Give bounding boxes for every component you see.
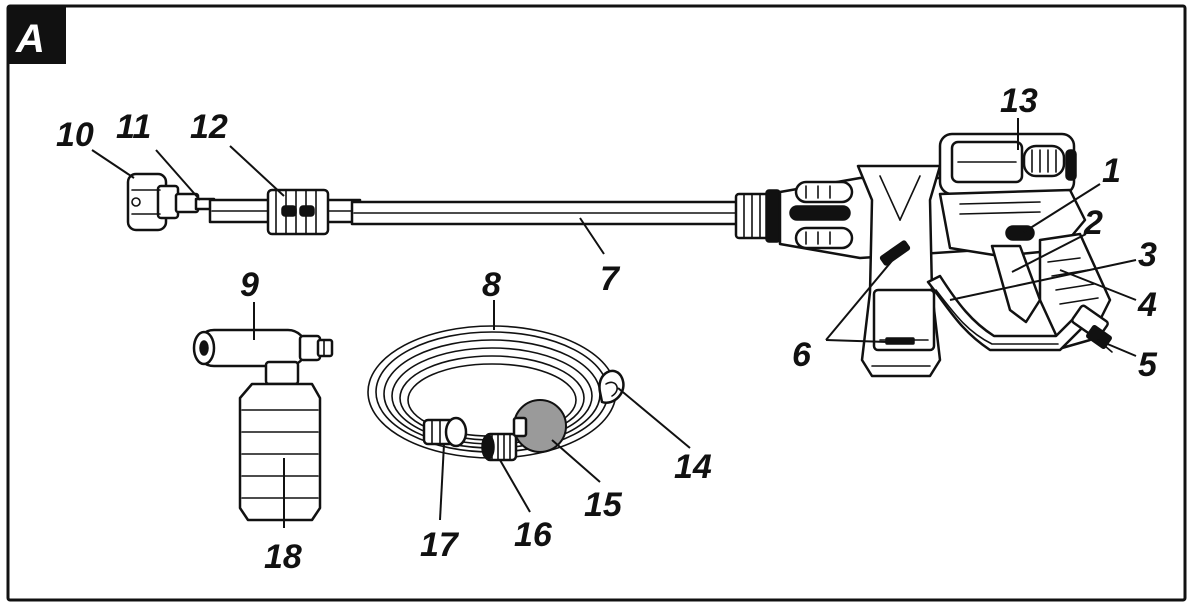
foam-bottle [238, 382, 322, 522]
callout-3: 3 [1138, 236, 1157, 274]
top-battery-housing [938, 132, 1077, 196]
callout-16: 16 [514, 516, 553, 554]
leader-17 [439, 443, 445, 521]
figure-badge-box [8, 6, 66, 64]
leader-11 [155, 149, 201, 201]
callout-6: 6 [792, 336, 812, 374]
callout-1: 1 [1102, 152, 1121, 190]
lance-coupler [266, 188, 330, 236]
spray-lance-assembly [126, 172, 781, 243]
leader-16 [499, 459, 531, 513]
trigger [990, 244, 1042, 324]
callout-labels: 1 2 3 4 5 6 7 8 9 10 11 12 13 14 15 16 1… [56, 82, 1158, 576]
callout-2: 2 [1083, 204, 1103, 242]
callout-10: 10 [56, 116, 94, 154]
leader-12 [229, 145, 285, 197]
nozzle-head [126, 172, 180, 232]
water-hose-coil [367, 325, 625, 462]
callout-9: 9 [240, 266, 259, 304]
leader-4 [1059, 269, 1137, 301]
hose-clip [598, 369, 625, 404]
callout-4: 4 [1137, 286, 1157, 324]
spray-gun-body [778, 132, 1113, 378]
leader-15 [551, 439, 601, 483]
leader-3 [949, 259, 1137, 301]
callout-7: 7 [600, 260, 621, 298]
callout-17: 17 [420, 526, 460, 564]
callout-12: 12 [190, 108, 228, 146]
leader-2 [1011, 233, 1087, 273]
diagram-frame [6, 4, 1187, 602]
callout-15: 15 [584, 486, 623, 524]
figure-badge: A [8, 6, 66, 64]
callout-14: 14 [674, 448, 712, 486]
hose-connector-small [422, 416, 468, 448]
hose-connector-threaded [481, 432, 518, 462]
callout-13: 13 [1000, 82, 1038, 120]
leader-6b [825, 339, 889, 343]
figure-letter: A [15, 17, 45, 61]
callout-18: 18 [264, 538, 302, 576]
lance-rear-collar [734, 189, 781, 243]
leader-5 [1097, 339, 1137, 357]
callout-8: 8 [482, 266, 501, 304]
nozzle-connector [174, 192, 216, 214]
leader-14 [617, 387, 691, 449]
callout-11: 11 [116, 108, 151, 146]
leader-1 [1023, 183, 1101, 233]
foam-bottle-assembly [192, 328, 334, 522]
leader-10 [91, 149, 135, 179]
leader-7 [579, 217, 605, 255]
leader-6a [825, 255, 897, 341]
leader-lines [91, 118, 1137, 528]
callout-5: 5 [1138, 346, 1158, 384]
